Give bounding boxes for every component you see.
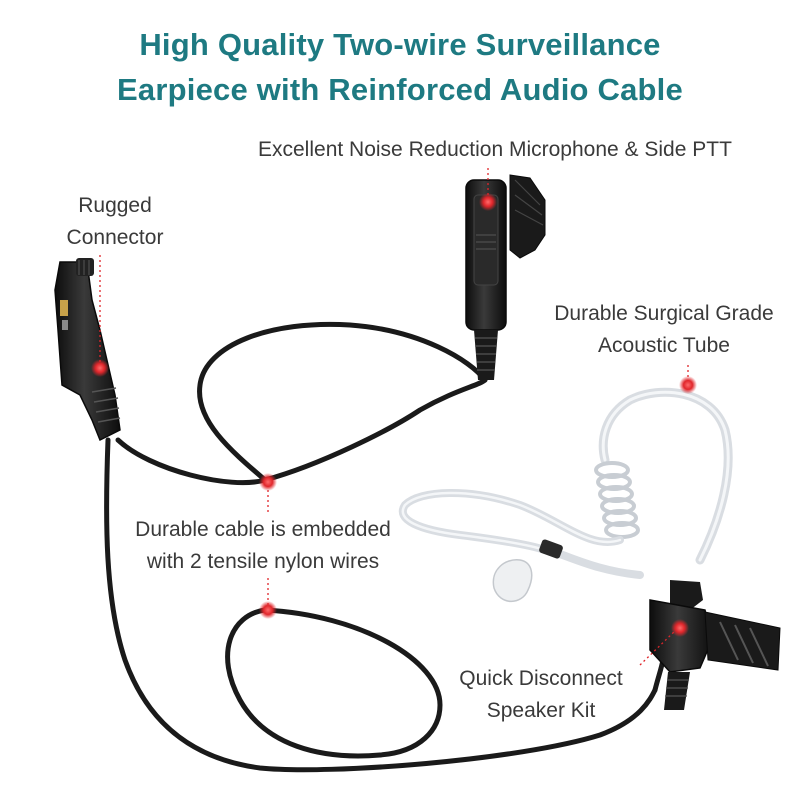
marker-cable-lower xyxy=(259,601,277,619)
marker-cable-upper xyxy=(259,473,277,491)
title-line-1: High Quality Two-wire Surveillance xyxy=(139,27,661,62)
label-connector-line-1: Rugged xyxy=(78,194,152,217)
marker-microphone xyxy=(479,193,497,211)
title-line-2: Earpiece with Reinforced Audio Cable xyxy=(117,72,683,107)
label-acoustic-tube: Durable Surgical Grade Acoustic Tube xyxy=(532,298,796,362)
acoustic-tube xyxy=(399,387,733,579)
speaker-kit xyxy=(649,580,781,710)
label-speaker-line-1: Quick Disconnect xyxy=(459,667,623,690)
label-durable-cable: Durable cable is embedded with 2 tensile… xyxy=(128,514,398,578)
markers xyxy=(91,193,697,637)
label-microphone: Excellent Noise Reduction Microphone & S… xyxy=(258,138,732,161)
marker-tube xyxy=(679,376,697,394)
label-cable-line-1: Durable cable is embedded xyxy=(135,518,391,541)
label-speaker-kit: Quick Disconnect Speaker Kit xyxy=(436,663,646,727)
page-title: High Quality Two-wire Surveillance Earpi… xyxy=(0,22,800,112)
label-tube-line-1: Durable Surgical Grade xyxy=(554,302,774,325)
rugged-connector xyxy=(54,258,121,442)
label-cable-line-2: with 2 tensile nylon wires xyxy=(146,550,380,573)
marker-speaker xyxy=(671,619,689,637)
marker-connector xyxy=(91,359,109,377)
microphone-ptt xyxy=(465,174,546,380)
label-speaker-line-2: Speaker Kit xyxy=(486,699,596,722)
label-tube-line-2: Acoustic Tube xyxy=(598,334,730,357)
cable xyxy=(104,321,668,773)
label-rugged-connector: Rugged Connector xyxy=(40,190,190,254)
label-connector-line-2: Connector xyxy=(66,226,164,249)
ear-tip xyxy=(492,539,563,603)
